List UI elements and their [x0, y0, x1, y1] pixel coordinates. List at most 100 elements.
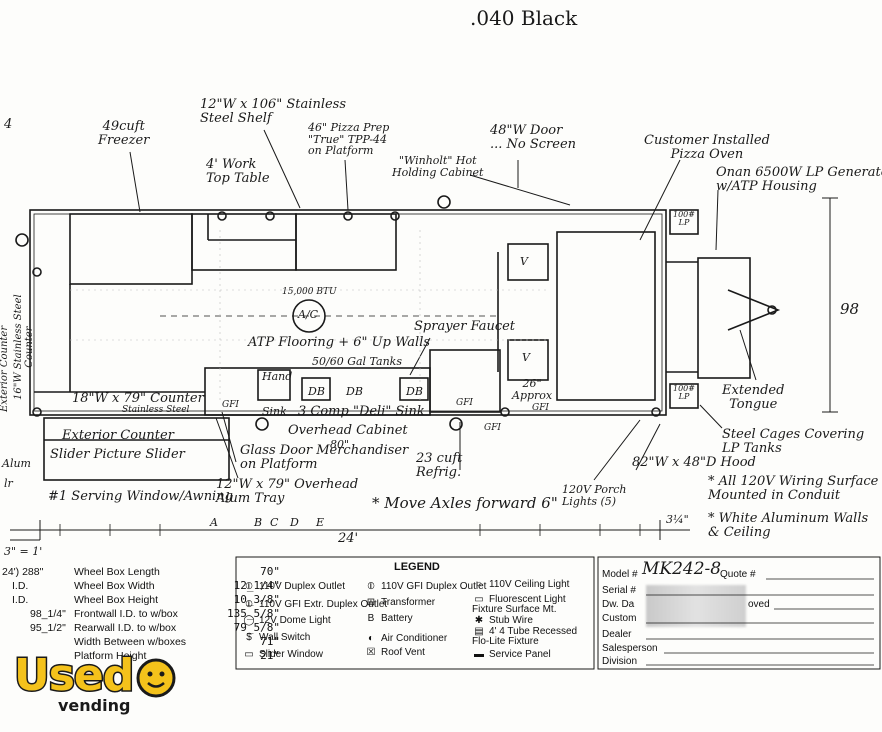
- legend-item: ○110V Ceiling Light: [475, 579, 570, 590]
- axle-letter-a: A: [210, 516, 218, 529]
- label-overhead-cabinet: Overhead Cabinet: [288, 423, 408, 438]
- redacted-area: [646, 585, 746, 627]
- spec-left-code-1: I.D.: [12, 580, 29, 592]
- logo-main-text: Used: [12, 649, 135, 703]
- label-sprayer: Sprayer Faucet: [414, 319, 516, 334]
- freezer-box: [69, 213, 193, 285]
- label-lp-tank-bottom: 100# LP: [673, 384, 695, 402]
- vent-symbol-1: V: [520, 255, 528, 268]
- customer-label: Custom: [602, 613, 637, 624]
- spec-left-code-4: 95_1/2": [30, 622, 66, 634]
- label-pizza-prep: 46" Pizza Prep "True" TPP-44 on Platform: [308, 121, 390, 158]
- label-num-left: 4: [4, 117, 13, 132]
- gfi-1: GFI: [222, 400, 239, 410]
- label-steel-cages: Steel Cages Covering LP Tanks: [722, 427, 865, 456]
- model-value: MK242-8: [642, 559, 722, 579]
- label-tanks: 50/60 Gal Tanks: [312, 355, 402, 368]
- vent-symbol-2: V: [522, 351, 530, 364]
- spec-left-code-3: 98_1/4": [30, 608, 66, 620]
- axle-letter-b: B: [254, 516, 263, 529]
- legend-item: ▭Slider Window: [244, 649, 323, 660]
- label-3-comp-sink: 3 Comp "Deli" Sink: [298, 404, 425, 419]
- ac-circle: [292, 299, 326, 333]
- pizza-oven-box: [556, 231, 656, 401]
- used-vending-logo: Used vending: [8, 649, 198, 726]
- ac-symbol: A/C: [298, 308, 319, 321]
- label-db-1: DB: [308, 385, 325, 398]
- model-label: Model #: [602, 569, 638, 580]
- legend: LEGEND ⦶110V Duplex Outlet ⦶110V GFI Ext…: [236, 557, 594, 669]
- label-hood: 82"W x 48"D Hood: [632, 455, 756, 470]
- label-holding-cabinet: "Winholt" Hot Holding Cabinet: [392, 154, 484, 179]
- label-work-table: 4' Work Top Table: [206, 157, 270, 186]
- legend-title: LEGEND: [394, 561, 440, 573]
- label-stainless-steel: Stainless Steel: [122, 405, 190, 415]
- logo-coin-icon: [136, 658, 176, 698]
- title-block-lines: [646, 578, 874, 666]
- spec-overall: 24') 288": [2, 566, 44, 578]
- axle-letter-d: D: [290, 516, 299, 529]
- axle-letter-c: C: [270, 516, 279, 529]
- pizza-prep-box: [295, 213, 397, 271]
- label-extended-tongue: Extended Tongue: [722, 383, 785, 412]
- label-slider-window: Slider Picture Slider: [50, 447, 185, 462]
- label-move-axles: * Move Axles forward 6": [372, 494, 558, 512]
- dimension-3-quarter: 3¼": [666, 513, 689, 526]
- label-hand: Hand: [262, 370, 293, 383]
- dimension-width: 98: [838, 300, 862, 318]
- label-refrig: 23 cuft Refrig.: [416, 451, 463, 480]
- label-pizza-oven: Customer Installed Pizza Oven: [644, 133, 770, 162]
- legend-item: ⦶110V Duplex Outlet: [245, 581, 345, 592]
- legend-item: ◯12V Dome Light: [243, 615, 331, 626]
- legend-item: ◐Air Conditioner: [367, 633, 448, 644]
- legend-item: $Wall Switch: [246, 632, 311, 643]
- label-sink: Sink: [262, 405, 287, 418]
- drawing-date-label: Dw. Da: [602, 599, 635, 610]
- quote-label: Quote #: [720, 569, 756, 580]
- label-ac-btu: 15,000 BTU: [282, 287, 337, 297]
- legend-item: ⦶110V GFI Duplex Outlet: [367, 581, 487, 592]
- label-alum-tray: 12"W x 79" Overhead Alum Tray: [216, 477, 359, 506]
- approved-label: oved: [748, 599, 770, 610]
- material-note: .040 Black: [470, 6, 578, 30]
- label-porch-lights: 120V Porch Lights (5): [562, 483, 627, 508]
- gfi-2: GFI: [456, 398, 473, 408]
- label-stainless-shelf: 12"W x 106" Stainless Steel Shelf: [200, 97, 347, 126]
- title-block: Model # MK242-8 Quote # Serial # Dw. Da …: [598, 557, 880, 669]
- dealer-label: Dealer: [602, 629, 632, 640]
- legend-item: ☒Roof Vent: [366, 647, 425, 658]
- label-lr-left: lr: [4, 477, 13, 490]
- legend-item: ⦶110V GFI Extr. Duplex Outlet: [245, 599, 388, 610]
- label-generator: Onan 6500W LP Generator w/ATP Housing: [716, 165, 882, 194]
- salesperson-label: Salesperson: [602, 643, 658, 654]
- label-glass-door: Glass Door Merchandiser on Platform: [240, 443, 409, 472]
- axle-letter-e: E: [316, 516, 325, 529]
- dimension-overall-length: 24': [334, 532, 363, 546]
- label-approx: 26" Approx: [512, 377, 553, 402]
- label-wiring: * All 120V Wiring Surface Mounted in Con…: [708, 474, 879, 503]
- label-counter-18: 18"W x 79" Counter: [72, 391, 204, 406]
- generator-housing: [697, 257, 751, 379]
- label-exterior-counter-v: Exterior Counter: [0, 325, 10, 412]
- gfi-4: GFI: [484, 423, 501, 433]
- scale-note: 3" = 1': [4, 545, 43, 558]
- spec-left-code-2: I.D.: [12, 594, 29, 606]
- label-freezer: 49cuft Freezer: [98, 119, 150, 148]
- legend-item: ▤4' 4 Tube Recessed Flo-Lite Fixture: [472, 626, 578, 647]
- label-door: 48"W Door ... No Screen: [490, 123, 577, 152]
- label-lp-tank-top: 100# LP: [673, 210, 695, 228]
- label-serving-window: #1 Serving Window/Awning: [48, 489, 233, 504]
- legend-item: ▬Service Panel: [474, 649, 551, 660]
- label-alum-left: Alum: [2, 457, 31, 470]
- legend-item: ▭Fluorescent Light Fixture Surface Mt.: [472, 594, 566, 615]
- label-flooring: ATP Flooring + 6" Up Walls: [248, 335, 431, 350]
